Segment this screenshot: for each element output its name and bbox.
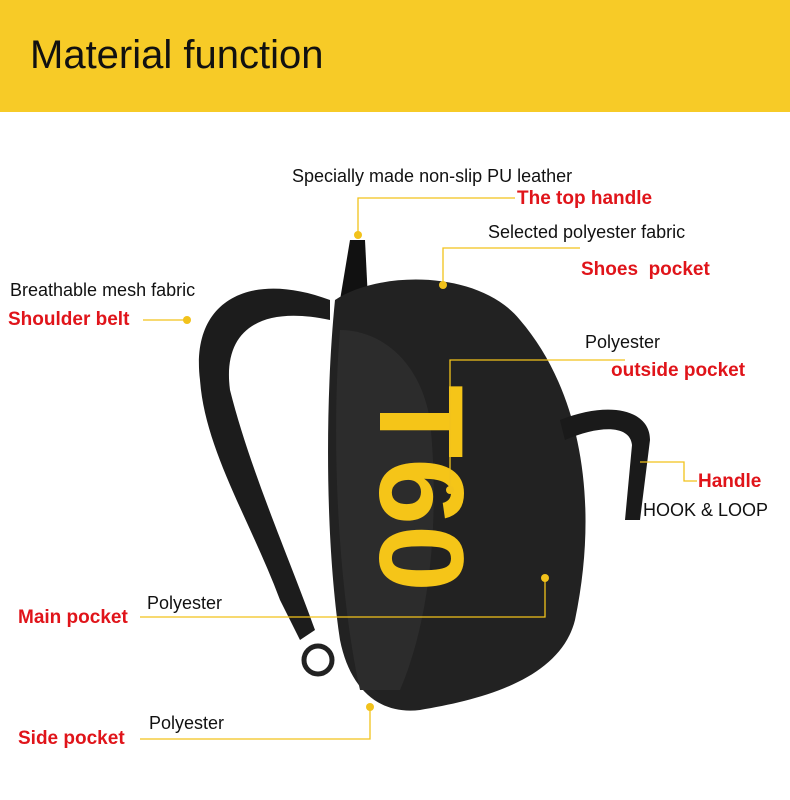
side-pocket-material: Polyester: [149, 713, 225, 733]
handle-material: HOOK & LOOP: [643, 500, 769, 520]
leader-lines: [140, 197, 697, 740]
top-handle: [340, 240, 368, 300]
main-pocket-material: Polyester: [147, 593, 223, 613]
leader-dots: [183, 231, 549, 711]
page-title: Material function: [30, 33, 324, 77]
bag-logo: T60: [354, 385, 488, 592]
top-handle-label: The top handle: [517, 188, 653, 209]
side-handle: [560, 409, 650, 520]
outside-pocket-label: outside pocket: [611, 360, 746, 381]
shoulder-belt-material: Breathable mesh fabric: [10, 280, 196, 300]
strap-buckle: [301, 643, 335, 677]
outside-pocket-material: Polyester: [585, 332, 661, 352]
shoulder-strap: [198, 288, 330, 640]
top-handle-material: Specially made non-slip PU leather: [292, 166, 573, 186]
shoes-pocket-label: Shoes pocket: [581, 259, 710, 280]
side-pocket-label: Side pocket: [18, 728, 125, 749]
shoes-pocket-material: Selected polyester fabric: [488, 222, 686, 242]
handle-label: Handle: [698, 471, 762, 492]
main-pocket-label: Main pocket: [18, 607, 128, 628]
shoulder-belt-label: Shoulder belt: [8, 309, 130, 330]
header-banner: Material function: [0, 0, 790, 112]
front-panel: [336, 330, 434, 690]
